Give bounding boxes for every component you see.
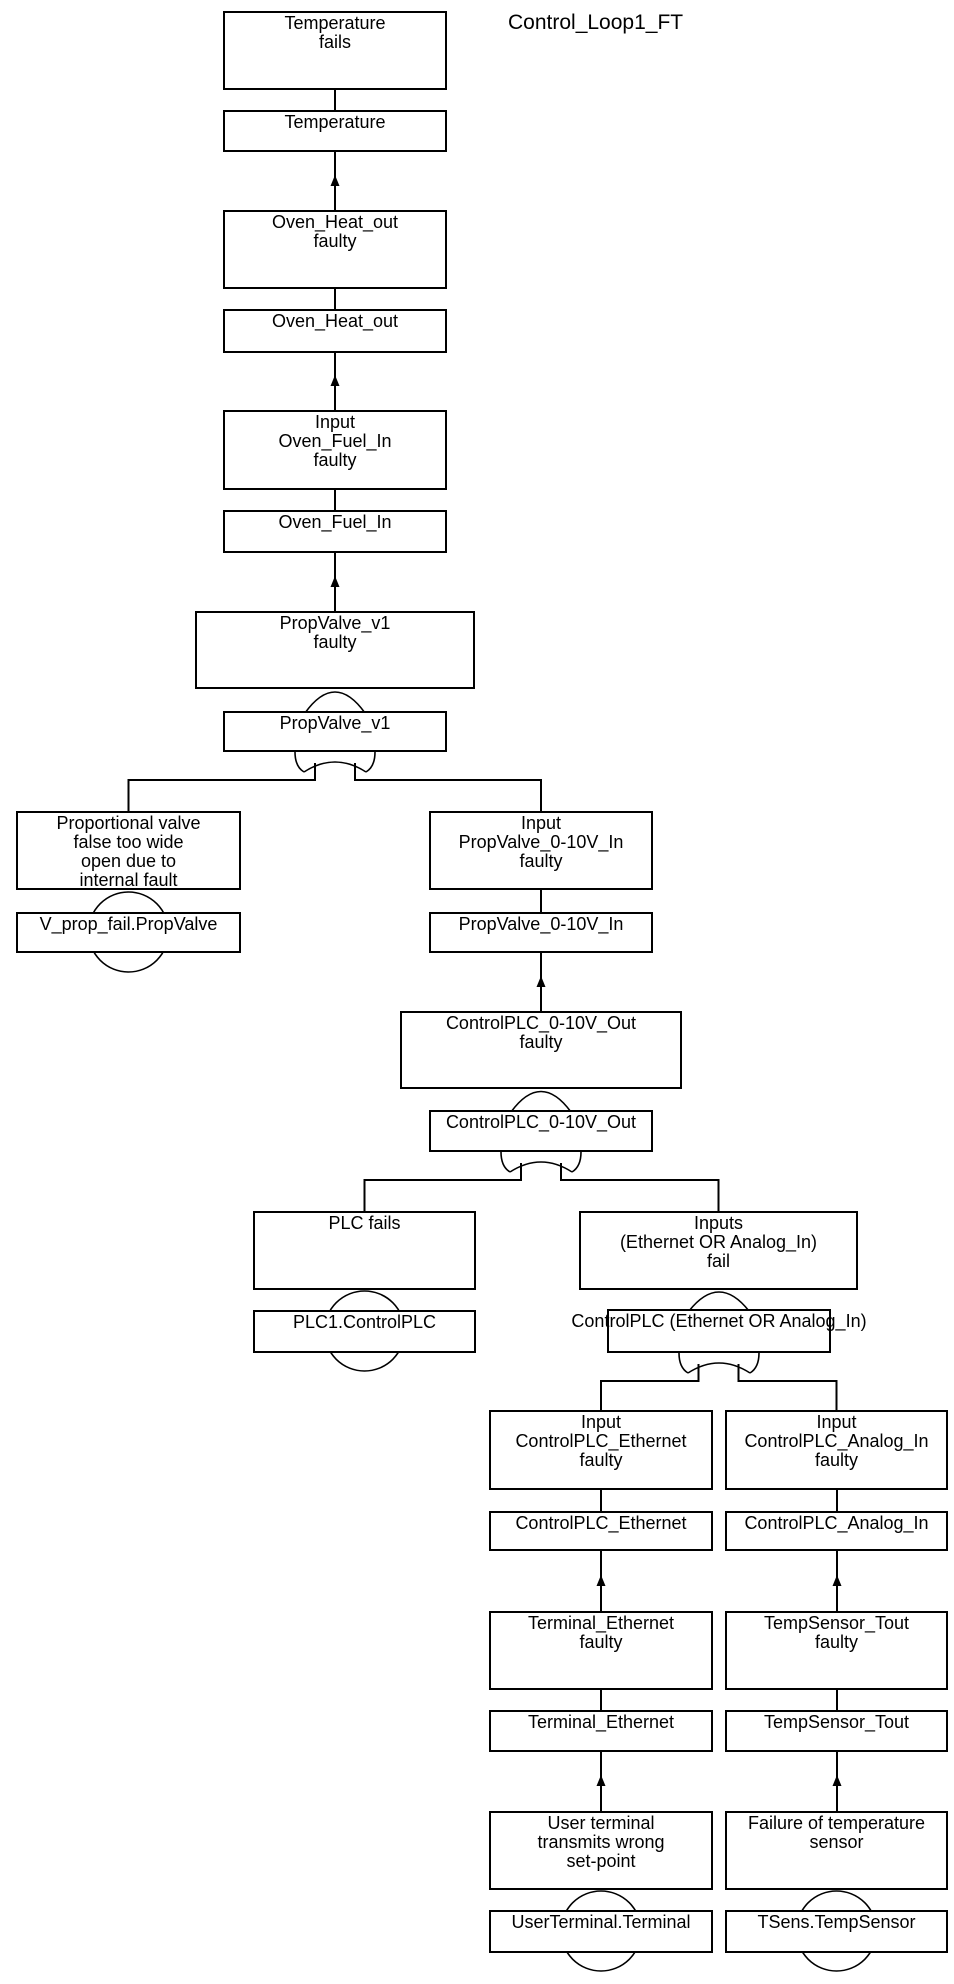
event-text-line: Inputs: [693, 1213, 744, 1233]
ref-text: PropValve_v1: [279, 713, 391, 733]
event-box-failure-temperature-sensor: Failure of temperature sensor: [725, 1811, 948, 1890]
event-text-line: faulty: [814, 1632, 859, 1652]
event-text-line: Temperature: [284, 13, 386, 33]
event-text-line: false too wide: [73, 832, 184, 852]
event-text-line: open due to: [80, 851, 177, 871]
event-box-user-terminal-wrong-setpoint: User terminal transmits wrong set-point: [489, 1811, 713, 1890]
event-text-line: TempSensor_Tout: [763, 1613, 910, 1633]
event-box-terminal-ethernet-faulty: Terminal_Ethernet faulty: [489, 1611, 713, 1690]
connector-plain: [334, 90, 838, 1710]
ref-box-oven-fuel-in: Oven_Fuel_In: [223, 510, 447, 553]
event-box-proportional-valve-fault: Proportional valve false too wide open d…: [16, 811, 241, 890]
ref-text: Oven_Fuel_In: [278, 512, 392, 532]
ref-text: Terminal_Ethernet: [527, 1712, 675, 1732]
event-text-line: ControlPLC_0-10V_Out: [445, 1013, 637, 1033]
event-text-line: Input: [314, 412, 356, 432]
event-text-line: sensor: [809, 1832, 864, 1852]
ref-box-terminal-ethernet: Terminal_Ethernet: [489, 1710, 713, 1752]
ref-box-tempsensor-tout: TempSensor_Tout: [725, 1710, 948, 1752]
ref-box-propvalve-v1: PropValve_v1: [223, 711, 447, 752]
arrowheads-up: [330, 175, 842, 1786]
ref-box-controlplc-0-10v-out: ControlPLC_0-10V_Out: [429, 1110, 653, 1152]
ref-box-controlplc-ethernet: ControlPLC_Ethernet: [489, 1511, 713, 1551]
event-box-input-controlplc-analog-in-faulty: Input ControlPLC_Analog_In faulty: [725, 1410, 948, 1490]
ref-box-userterminal-terminal: UserTerminal.Terminal: [489, 1910, 713, 1953]
ref-text: Temperature: [284, 112, 386, 132]
event-text-line: ControlPLC_Analog_In: [744, 1431, 929, 1451]
event-text-line: PropValve_v1: [279, 613, 391, 633]
ref-box-tsens-tempsensor: TSens.TempSensor: [725, 1910, 948, 1953]
event-text-line: faulty: [313, 632, 357, 652]
ref-text: Oven_Heat_out: [271, 311, 399, 331]
event-text-line: set-point: [566, 1851, 636, 1871]
event-box-tempsensor-tout-faulty: TempSensor_Tout faulty: [725, 1611, 948, 1690]
event-text-line: faulty: [579, 1450, 623, 1470]
event-box-propvalve-v1-faulty: PropValve_v1 faulty: [195, 611, 475, 689]
event-text-line: ControlPLC_Ethernet: [515, 1431, 687, 1451]
event-text-line: faulty: [519, 1032, 563, 1052]
event-box-inputs-fail: Inputs (Ethernet OR Analog_In) fail: [579, 1211, 858, 1290]
event-text-line: fail: [706, 1251, 730, 1271]
event-text-line: faulty: [313, 450, 357, 470]
page-title: Control_Loop1_FT: [508, 11, 684, 34]
or-gate-controlplc-out: [500, 1090, 582, 1173]
ref-box-propvalve-0-10v-in: PropValve_0-10V_In: [429, 912, 653, 953]
branch-connectors: [127, 763, 838, 1410]
ref-box-temperature: Temperature: [223, 110, 447, 152]
event-box-input-oven-fuel-in-faulty: Input Oven_Fuel_In faulty: [223, 410, 447, 490]
ref-text: UserTerminal.Terminal: [511, 1912, 691, 1932]
ref-box-oven-heat-out: Oven_Heat_out: [223, 309, 447, 353]
event-text-line: PLC fails: [328, 1213, 401, 1233]
event-box-plc-fails: PLC fails: [253, 1211, 476, 1290]
event-text-line: Input: [520, 813, 562, 833]
event-box-temperature-fails: Temperature fails: [223, 11, 447, 90]
or-gate-propvalve: [294, 691, 376, 773]
event-text-line: faulty: [313, 231, 357, 251]
ref-text: ControlPLC_Ethernet: [515, 1513, 687, 1533]
ref-text: ControlPLC (Ethernet OR Analog_In): [571, 1311, 867, 1331]
event-text-line: Oven_Heat_out: [271, 212, 399, 232]
ref-text: ControlPLC_0-10V_Out: [445, 1112, 637, 1132]
event-text-line: Oven_Fuel_In: [278, 431, 392, 451]
ref-text: ControlPLC_Analog_In: [744, 1513, 929, 1533]
event-text-line: Input: [580, 1412, 622, 1432]
event-text-line: faulty: [579, 1632, 623, 1652]
ref-box-controlplc-ethernet-or-analog: ControlPLC (Ethernet OR Analog_In): [571, 1309, 867, 1353]
event-box-oven-heat-out-faulty: Oven_Heat_out faulty: [223, 210, 447, 289]
event-text-line: User terminal: [547, 1813, 655, 1833]
ref-text: PropValve_0-10V_In: [458, 914, 624, 934]
event-text-line: Input: [816, 1412, 857, 1432]
ref-text: TempSensor_Tout: [763, 1712, 910, 1732]
event-text-line: faulty: [519, 851, 563, 871]
event-text-line: faulty: [814, 1450, 859, 1470]
connector-arrow: [334, 152, 838, 1811]
ref-text: PLC1.ControlPLC: [292, 1312, 437, 1332]
event-box-input-controlplc-ethernet-faulty: Input ControlPLC_Ethernet faulty: [489, 1410, 713, 1490]
event-text-line: Failure of temperature: [747, 1813, 926, 1833]
event-text-line: transmits wrong: [537, 1832, 665, 1852]
event-text-line: fails: [318, 32, 351, 52]
event-text-line: (Ethernet OR Analog_In): [619, 1232, 818, 1252]
event-box-input-propvalve-0-10v-faulty: Input PropValve_0-10V_In faulty: [429, 811, 653, 890]
ref-box-vprop-fail: V_prop_fail.PropValve: [16, 912, 241, 953]
event-text-line: Terminal_Ethernet: [527, 1613, 675, 1633]
ref-text: TSens.TempSensor: [757, 1912, 916, 1932]
ref-text: V_prop_fail.PropValve: [39, 914, 218, 934]
ref-box-controlplc-analog-in: ControlPLC_Analog_In: [725, 1511, 948, 1551]
ref-box-plc1-controlplc: PLC1.ControlPLC: [253, 1310, 476, 1353]
or-gate-controlplc-inputs: [678, 1291, 760, 1374]
event-text-line: Proportional valve: [56, 813, 201, 833]
event-text-line: internal fault: [79, 870, 178, 890]
event-text-line: PropValve_0-10V_In: [458, 832, 624, 852]
event-box-controlplc-0-10v-out-faulty: ControlPLC_0-10V_Out faulty: [400, 1011, 682, 1089]
